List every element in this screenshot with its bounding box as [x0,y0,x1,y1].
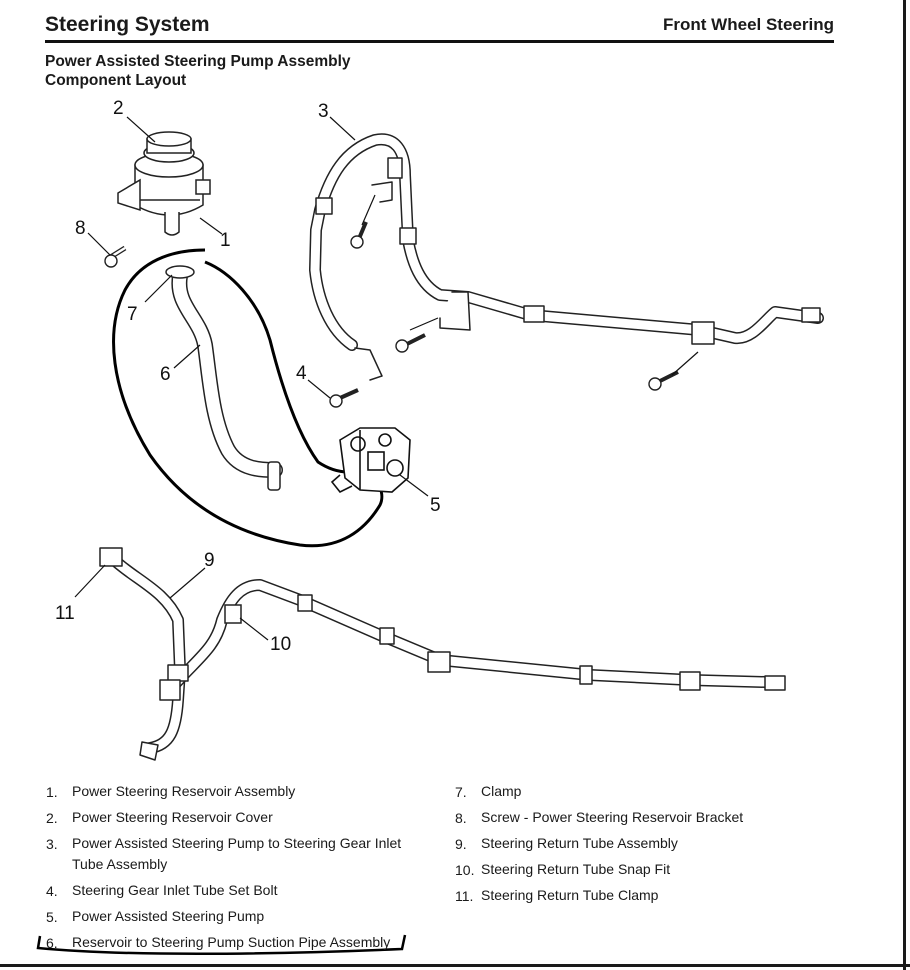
leader-lines [74,116,699,641]
figure-title-line-1: Power Assisted Steering Pump Assembly [45,53,351,70]
legend-item: 4. Steering Gear Inlet Tube Set Bolt [46,878,426,904]
suction-pipe [171,268,283,478]
legend-number: 4. [46,883,58,899]
inlet-tube-set-bolt [329,388,359,408]
callout-10: 10 [270,634,291,655]
callout-6: 6 [160,364,171,385]
callout-5: 5 [430,495,441,516]
hand-drawn-underline [36,934,407,955]
steering-pump [330,427,411,494]
legend-number: 8. [455,810,467,826]
legend-text: Power Assisted Steering Pump to Steering… [72,835,402,872]
legend-text: Steering Gear Inlet Tube Set Bolt [72,882,278,898]
figure-title: Power Assisted Steering Pump Assembly Co… [45,52,351,90]
callout-11: 11 [55,603,75,624]
callout-3: 3 [318,101,329,122]
legend-text: Power Steering Reservoir Assembly [72,783,296,799]
legend-text: Reservoir to Steering Pump Suction Pipe … [72,934,391,950]
callout-1: 1 [220,230,231,251]
legend-left-column: 1. Power Steering Reservoir Assembly 2. Po… [46,779,426,956]
callout-7: 7 [127,304,138,325]
callout-2: 2 [113,98,124,119]
legend-number: 6. [46,935,58,951]
legend-item: 10. Steering Return Tube Snap Fit [455,857,855,883]
legend-text: Screw - Power Steering Reservoir Bracket [481,809,744,825]
legend-item: 1. Power Steering Reservoir Assembly [46,779,426,805]
callout-4: 4 [296,363,307,384]
legend-text: Clamp [481,783,522,799]
inlet-tube-assembly [309,133,824,381]
legend-number: 7. [455,784,467,800]
legend-number: 1. [46,784,58,800]
callout-8: 8 [75,218,86,239]
legend-number: 9. [455,836,467,852]
legend-number: 3. [46,836,58,852]
section-title: Steering System [45,13,210,36]
reservoir-assembly [117,152,211,236]
return-tube-assembly [99,547,786,761]
return-tube-snap-fit [224,604,242,624]
page-header: Steering System Front Wheel Steering [45,10,834,43]
legend-text: Steering Return Tube Assembly [481,835,678,851]
callouts: 1 2 3 4 5 6 7 8 9 10 11 [55,98,441,655]
legend-text: Power Steering Reservoir Cover [72,809,273,825]
page-frame-bottom [0,964,910,967]
mounting-bolts [350,221,679,391]
legend-item: 6. Reservoir to Steering Pump Suction Pip… [46,930,426,956]
figure-title-line-2: Component Layout [45,72,187,89]
legend-item: 9. Steering Return Tube Assembly [455,831,855,857]
legend-item: 3. Power Assisted Steering Pump to Steeri… [46,831,426,878]
legend-text: Power Assisted Steering Pump [72,908,265,924]
callout-9: 9 [204,550,215,571]
page-frame-right [903,0,906,970]
legend-text: Steering Return Tube Clamp [481,887,659,903]
legend-item: 8. Screw - Power Steering Reservoir Brack… [455,805,855,831]
legend-number: 10. [455,862,475,878]
legend-text: Steering Return Tube Snap Fit [481,861,671,877]
legend-item: 7. Clamp [455,779,855,805]
subsection-title: Front Wheel Steering [663,15,834,34]
clamp-7 [165,265,195,279]
legend-item: 11. Steering Return Tube Clamp [455,883,855,909]
legend-number: 2. [46,810,58,826]
reservoir-cover [143,131,195,163]
legend-number: 5. [46,909,58,925]
suction-pipe-end-clamp [267,461,281,491]
legend-number: 11. [455,888,474,904]
legend-item: 2. Power Steering Reservoir Cover [46,805,426,831]
legend-item: 5. Power Assisted Steering Pump [46,904,426,930]
reservoir-bracket-screw [104,245,127,268]
hand-drawn-marker-loop [112,248,384,548]
legend-right-column: 7. Clamp 8. Screw - Power Steering Reservo… [455,779,855,909]
